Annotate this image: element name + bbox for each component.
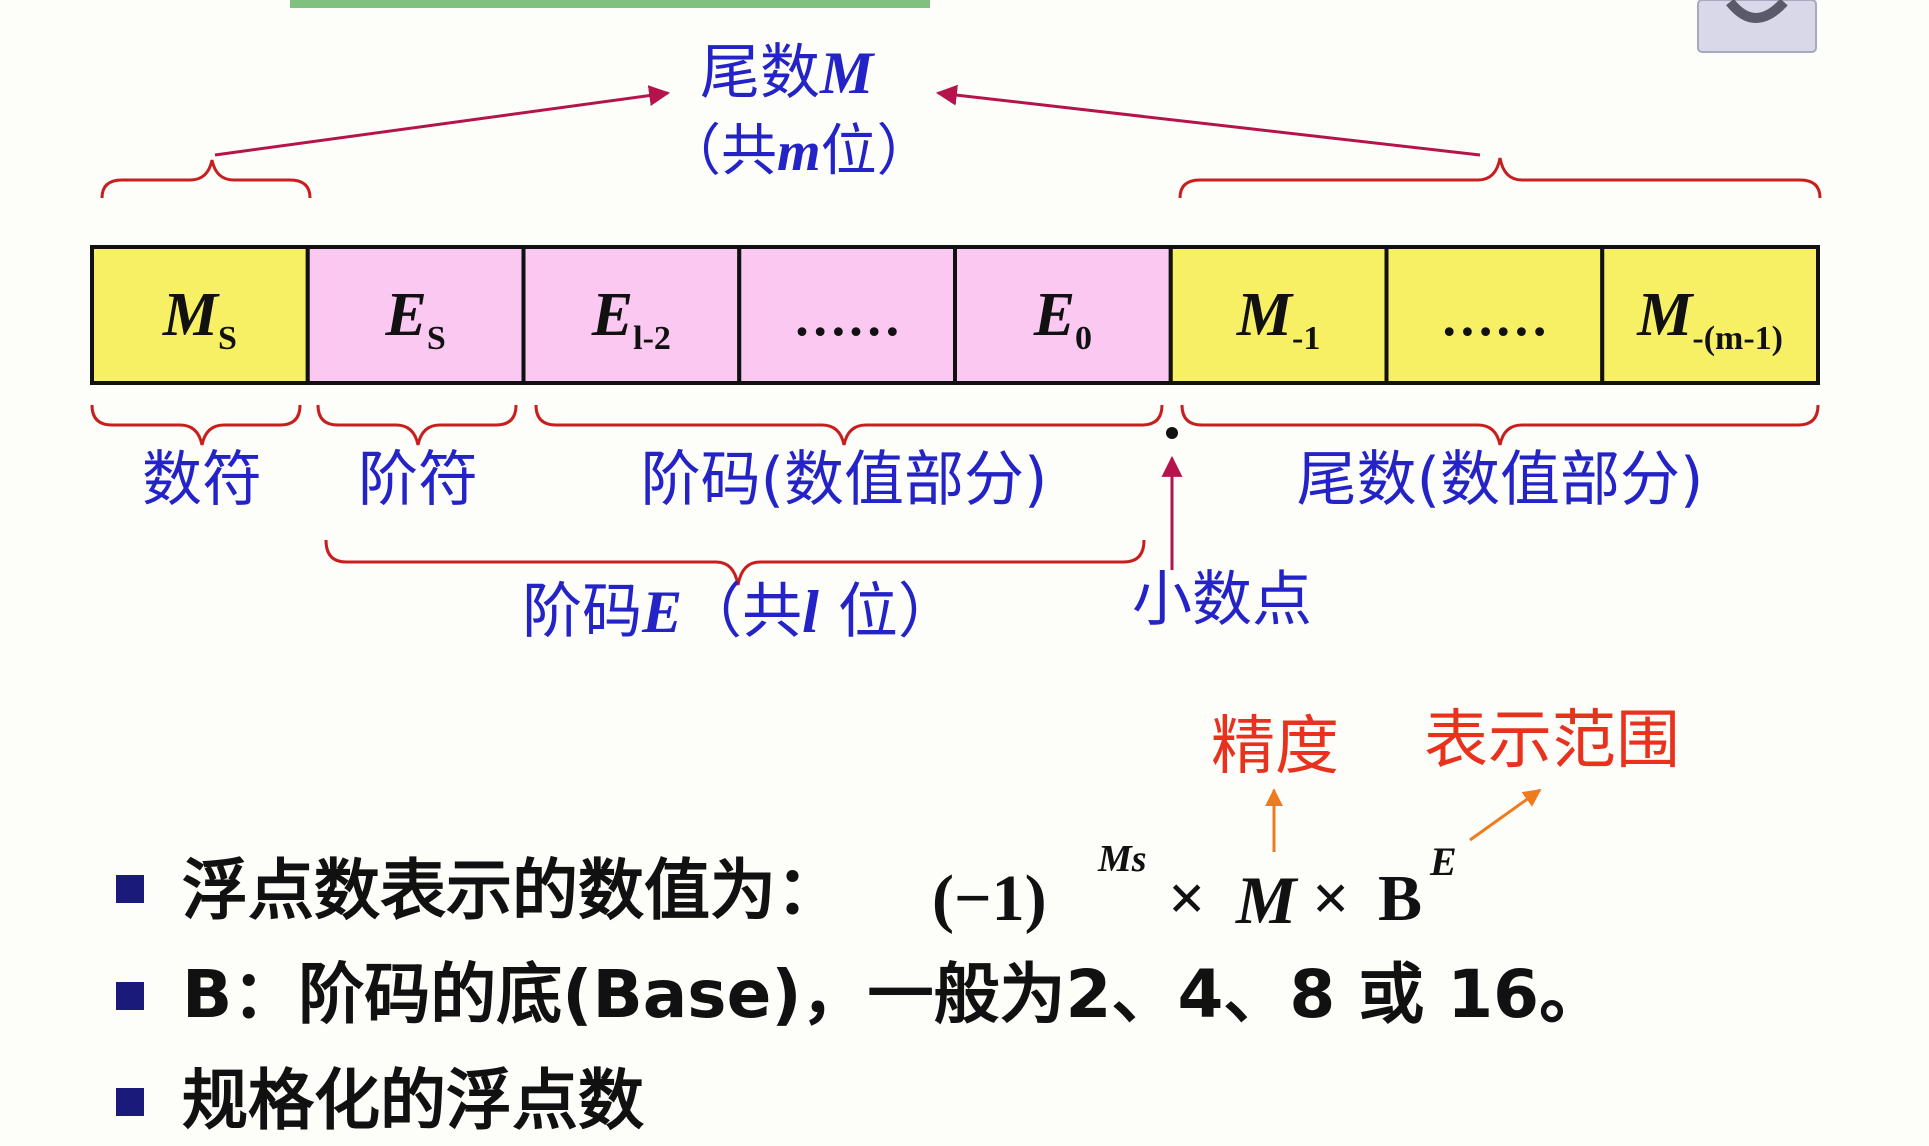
- cropped-title: [290, 0, 930, 8]
- bullet-marker-2: [116, 982, 144, 1010]
- bullet-marker-3: [116, 1088, 144, 1116]
- bullet-2-text: B：阶码的底(Base)，一般为2、4、8 或 16。: [182, 956, 1606, 1033]
- bit-cell-label: MS: [162, 281, 237, 357]
- brace-exponent: [324, 539, 1146, 586]
- brace-sign: [90, 404, 302, 446]
- annotation-range: 表示范围: [1424, 704, 1680, 778]
- bit-cell-label: El-2: [591, 281, 671, 357]
- formula-times-1: ×: [1168, 862, 1206, 935]
- decimal-point-dot: [1166, 427, 1178, 439]
- bit-cell-label: M-(m-1): [1636, 281, 1783, 357]
- brace-exp-sign: [316, 404, 518, 446]
- top-mantissa-label: 尾数M: [700, 38, 876, 108]
- label-exp-value: 阶码(数值部分): [641, 445, 1048, 515]
- bit-cell: [305, 245, 526, 385]
- formula-base: B: [1378, 862, 1423, 935]
- bit-cell-label: ES: [384, 281, 445, 357]
- bit-cell: [1600, 245, 1820, 385]
- arrow-range: [1469, 788, 1542, 842]
- brace-top-sign: [100, 159, 312, 199]
- bit-cells: MS ES El-2 …… E0 M-1 …… M-(m-1): [90, 245, 1820, 385]
- annotation-precision: 精度: [1211, 710, 1339, 784]
- bullet-3-text: 规格化的浮点数: [182, 1062, 644, 1139]
- formula-base-exponent: E: [1430, 839, 1457, 884]
- corner-widget: [1697, 0, 1817, 53]
- bit-cell-label: ……: [1440, 287, 1548, 347]
- corner-glyph: [1726, 0, 1788, 23]
- bullet-marker-1: [116, 875, 144, 903]
- bit-cell: [1384, 245, 1605, 385]
- bit-cell: [521, 245, 742, 385]
- arrow-digits-to-mantissa: [935, 84, 1481, 157]
- exponent-label: 阶码E（共l 位）: [522, 577, 958, 647]
- bit-cell: [737, 245, 957, 385]
- formula-mantissa: M: [1236, 862, 1297, 938]
- bit-cell-label: E0: [1033, 281, 1092, 357]
- formula-sign: (−1): [932, 862, 1047, 935]
- decimal-point-label: 小数点: [1132, 565, 1312, 635]
- formula-sign-exponent: Ms: [1098, 838, 1147, 880]
- bit-cell: [90, 245, 310, 385]
- bit-cell-label: ……: [793, 287, 901, 347]
- label-mant-value: 尾数(数值部分): [1297, 445, 1704, 515]
- brace-top-mantissa: [1178, 157, 1822, 199]
- bullet-1-text: 浮点数表示的数值为：: [182, 852, 842, 929]
- label-sign: 数符: [142, 445, 262, 515]
- formula-times-2: ×: [1312, 862, 1350, 935]
- brace-exp-value: [534, 404, 1164, 446]
- brace-mant-value: [1180, 404, 1820, 446]
- arrow-sign-to-mantissa: [214, 85, 671, 157]
- top-mantissa-count: （共m位）: [665, 119, 933, 184]
- label-exp-sign: 阶符: [358, 445, 478, 515]
- bit-cell-label: M-1: [1236, 281, 1320, 357]
- bit-cell: [953, 245, 1173, 385]
